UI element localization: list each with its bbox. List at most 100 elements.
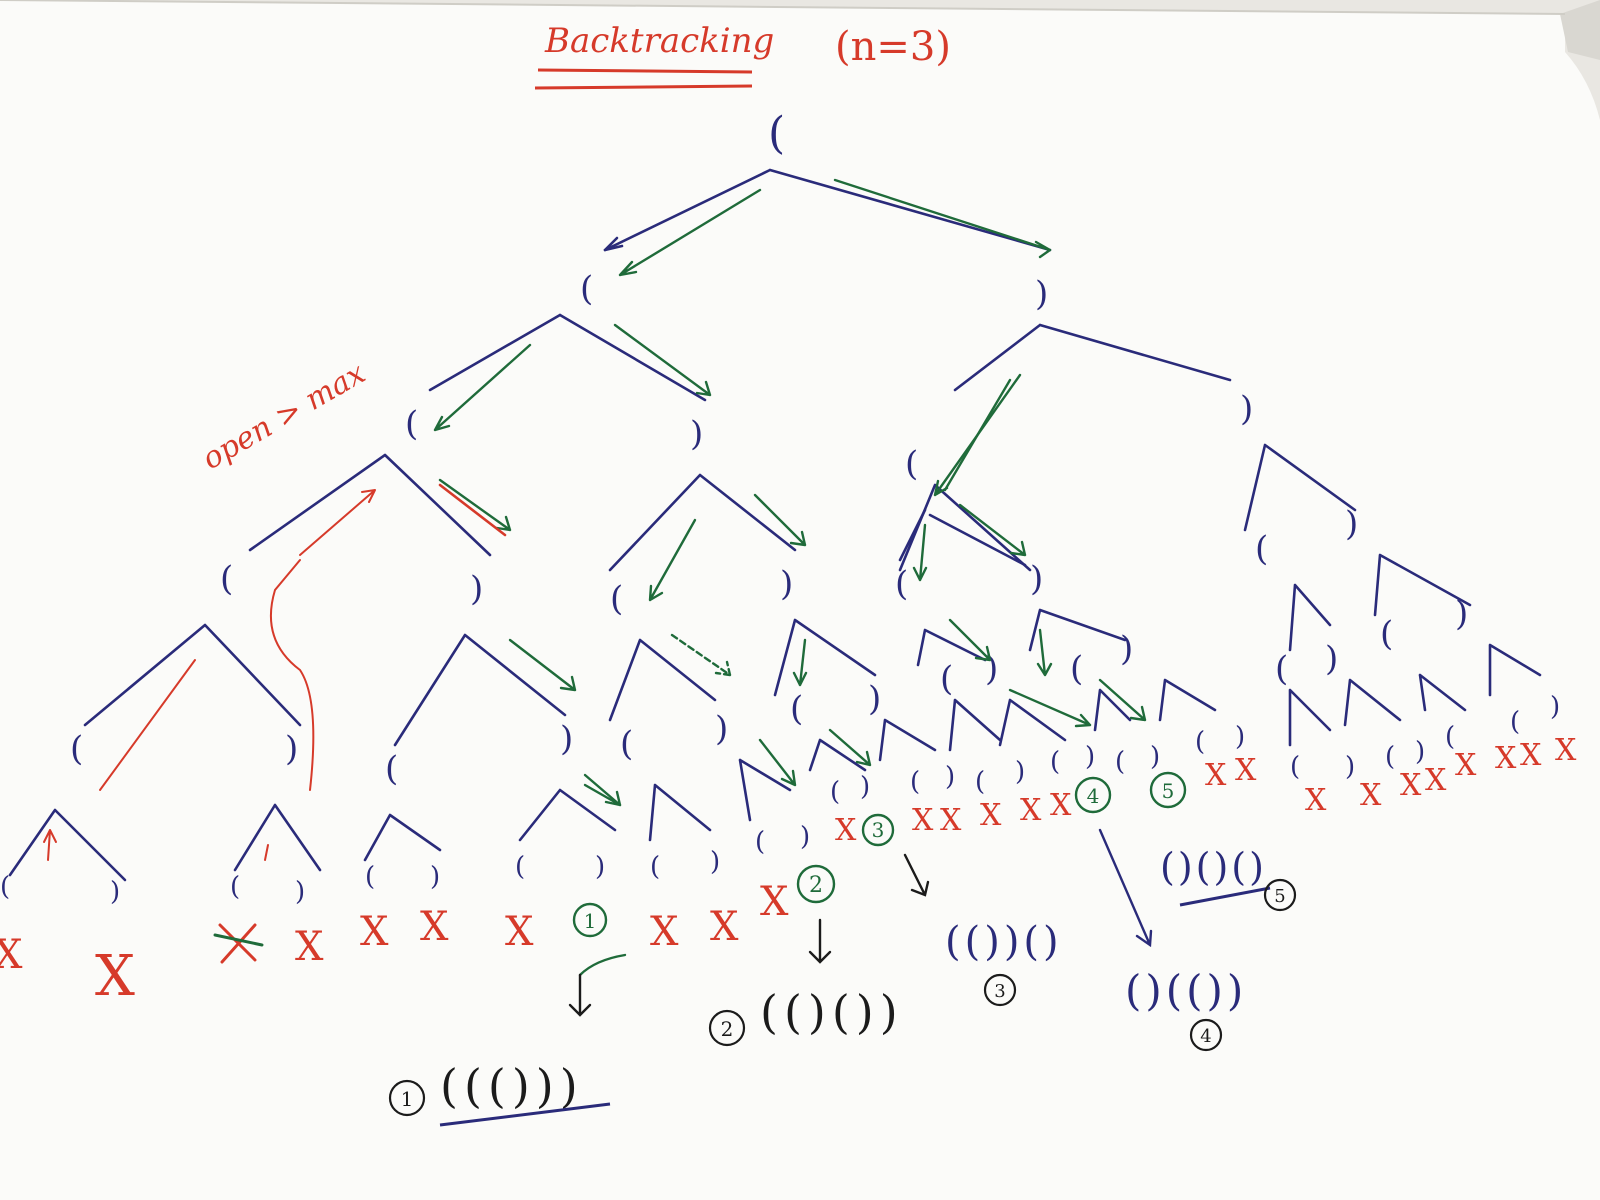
leaf-badge: 5: [1149, 771, 1187, 809]
tree-node: ): [595, 852, 605, 882]
tree-node: ): [1120, 629, 1133, 669]
leaf-badge: 4: [1074, 776, 1112, 814]
leaf-badge-number: 4: [1087, 784, 1100, 808]
leaf-badge: 2: [796, 864, 836, 904]
tree-node: ): [470, 569, 483, 609]
tree-node: ): [1345, 752, 1355, 782]
leaf-badge-number: 2: [809, 873, 823, 898]
tree-node: (: [515, 852, 525, 882]
prune-x-mark: X: [940, 803, 962, 838]
prune-x-mark: X: [1360, 778, 1382, 813]
leaf-badge: 3: [861, 813, 895, 847]
prune-x-mark: X: [835, 813, 857, 848]
tree-node: (: [0, 872, 10, 902]
tree-node: ): [110, 877, 120, 907]
prune-x-mark: X: [1555, 733, 1577, 768]
tree-node: (: [405, 404, 418, 444]
result-index: 4: [1200, 1026, 1211, 1047]
traversal-arrows: [433, 178, 1147, 977]
tree-nodes: ( ( ) ( ) ( ) ( ) ( ) ( ) ( ) ( ) ( ) ( …: [0, 108, 1560, 907]
tree-node: (: [755, 827, 765, 857]
tree-node: (: [1275, 649, 1288, 689]
tree-node: (: [1050, 747, 1060, 777]
prune-x-mark: X: [420, 904, 449, 950]
tree-node: ): [1240, 389, 1253, 429]
prune-x-mark: X: [1235, 753, 1257, 788]
prune-x-mark-crossed: [213, 923, 264, 964]
result-index: 1: [401, 1087, 414, 1111]
prune-x-mark: X: [295, 924, 324, 970]
tree-node: (: [1255, 529, 1268, 569]
result-value: ()(()): [1125, 966, 1247, 1015]
result-value: ((())): [440, 1059, 584, 1113]
prune-x-mark: X: [760, 879, 789, 925]
leaf-badge: 1: [572, 902, 608, 938]
prune-x-mark: X: [1520, 738, 1542, 773]
title-group: Backtracking (n=3): [534, 21, 951, 90]
tree-node: ): [868, 679, 881, 719]
leaf-badge-number: 5: [1162, 779, 1175, 803]
prune-x-mark: X: [650, 909, 679, 955]
tree-node: ): [1035, 274, 1048, 314]
tree-node: ): [1235, 722, 1245, 752]
tree-node: ): [1455, 594, 1468, 634]
prune-x-mark: X: [1400, 768, 1422, 803]
tree-node: (: [1380, 614, 1393, 654]
result-value: (()()): [760, 985, 904, 1039]
tree-node: ): [1150, 742, 1160, 772]
tree-node: (: [1510, 707, 1520, 737]
tree-node: ): [800, 822, 810, 852]
leaf-badge-number: 3: [872, 818, 885, 842]
prune-x-mark: X: [1305, 783, 1327, 818]
tree-node: ): [945, 762, 955, 792]
tree-node: ): [1325, 639, 1338, 679]
prune-x-mark: X: [0, 932, 23, 978]
tree-node: (: [1195, 727, 1205, 757]
page-title: Backtracking: [544, 21, 774, 61]
page-subtitle: (n=3): [835, 24, 951, 70]
results-list: 1 ((())) 2 (()()) (())() 3 ()(()) 4 () ()…: [388, 845, 1297, 1127]
result-value: (())(): [945, 919, 1063, 965]
result-item: ()(()) 4: [1125, 966, 1247, 1052]
tree-node: (: [1290, 752, 1300, 782]
pruned-marks: X X X X X X X X X X X X X X X X X X X X …: [0, 733, 1577, 1009]
title-underline: [534, 68, 753, 90]
tree-node: ): [1415, 737, 1425, 767]
valid-leaves: 1 2 3 4 5: [572, 771, 1187, 938]
tree-node: (: [790, 689, 803, 729]
prune-x-mark: X: [95, 944, 135, 1009]
tree-node: (: [580, 269, 593, 309]
result-index: 2: [721, 1017, 734, 1041]
tree-node: ): [715, 709, 728, 749]
tree-node: ): [985, 649, 998, 689]
prune-x-mark: X: [1050, 788, 1072, 823]
tree-node: (: [975, 767, 985, 797]
tree-node: ): [690, 414, 703, 454]
tree-node: (: [230, 872, 240, 902]
tree-node: (: [940, 659, 953, 699]
result-item: (())() 3: [945, 919, 1063, 1007]
result-index: 5: [1274, 886, 1285, 907]
tree-node: (: [1070, 649, 1083, 689]
tree-node: (: [70, 729, 83, 769]
tree-node: ): [1015, 757, 1025, 787]
recursion-tree: [8, 168, 1542, 882]
prune-x-mark: X: [1205, 758, 1227, 793]
tree-node: (: [365, 862, 375, 892]
tree-node: (: [895, 564, 908, 604]
tree-node: ): [1085, 742, 1095, 772]
tree-node: ): [430, 862, 440, 892]
tree-node: ): [710, 847, 720, 877]
tree-node: ): [285, 729, 298, 769]
result-arrows: [568, 828, 1153, 1017]
tree-node: ): [1345, 504, 1358, 544]
prune-x-mark: X: [1425, 763, 1447, 798]
backtrack-path: [43, 483, 507, 861]
tree-node: (: [620, 724, 633, 764]
prune-x-mark: X: [1020, 793, 1042, 828]
tree-node: (: [830, 777, 840, 807]
tree-node: (: [1115, 747, 1125, 777]
tree-node: (: [610, 579, 623, 619]
tree-node: (: [1385, 742, 1395, 772]
